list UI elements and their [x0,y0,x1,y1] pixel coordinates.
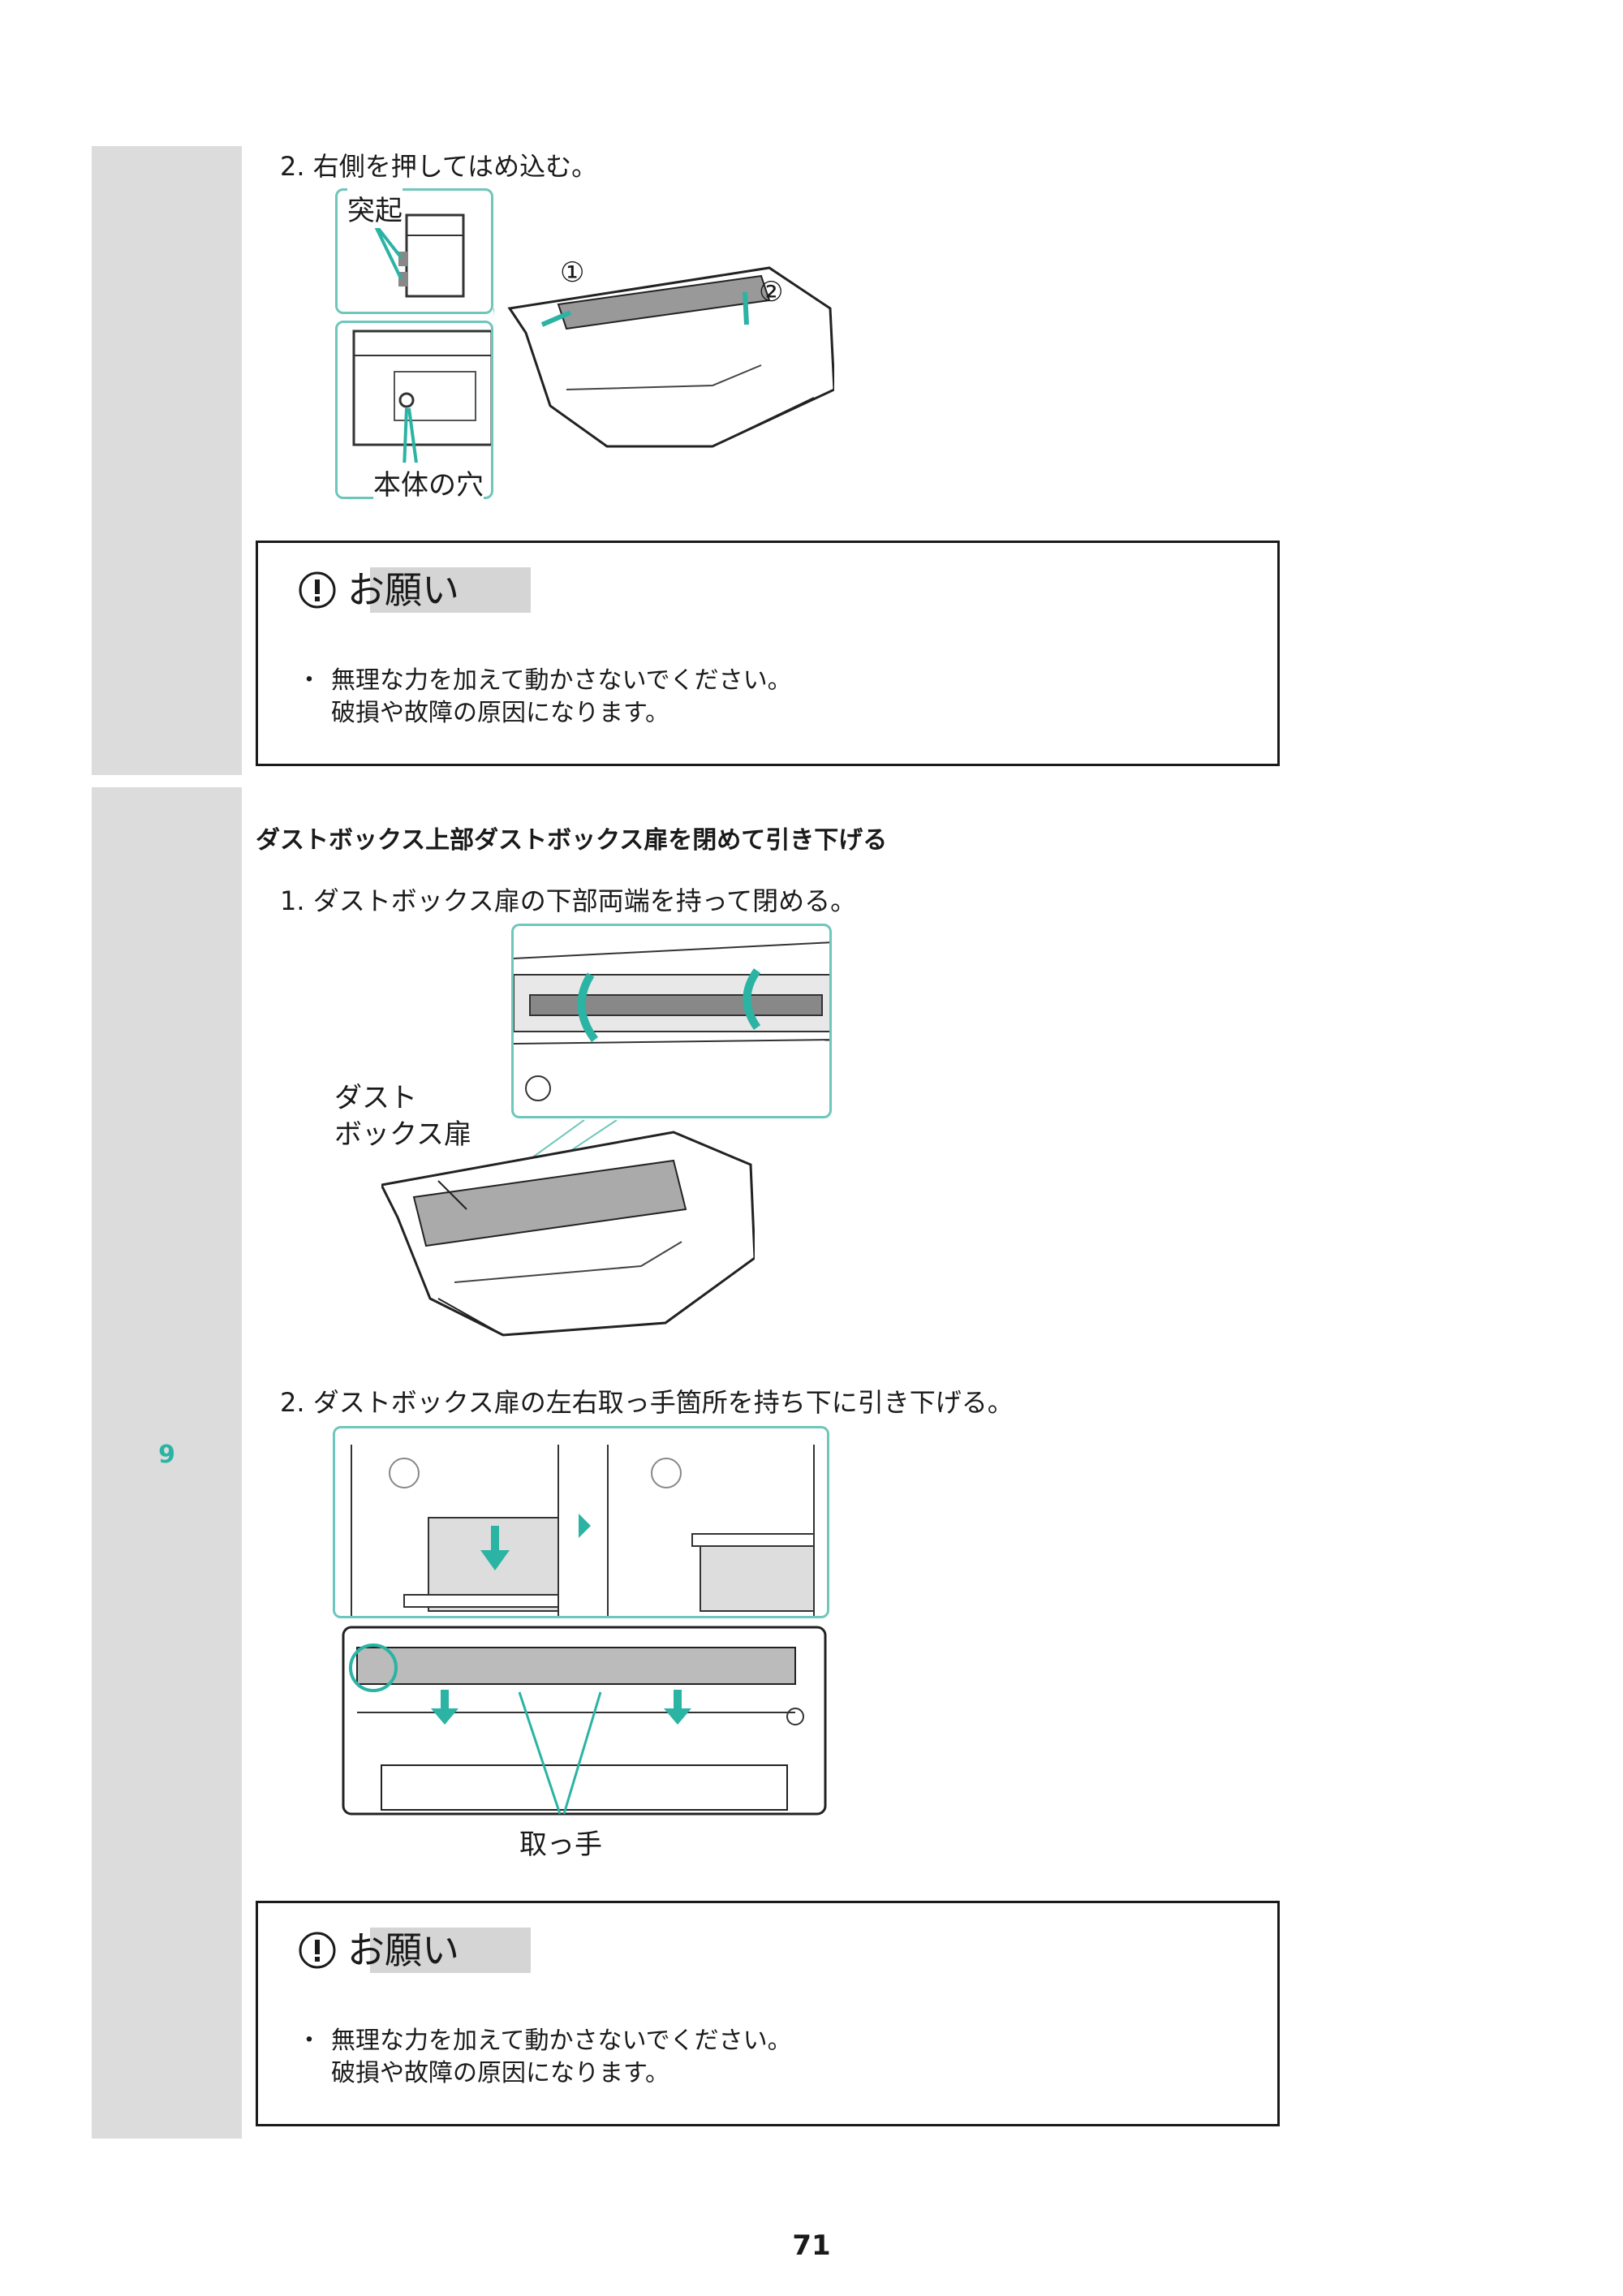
substep-1: 1. ダストボックス扉の下部両端を持って閉める。 [280,885,857,916]
notice-tag: お願い [289,567,776,613]
label-handle: 取っ手 [519,1829,602,1861]
step-column-9: 9 [92,787,242,2139]
inset-pull-down [333,1426,829,1618]
notice-line-2: 破損や故障の原因になります。 [331,2059,669,2087]
label-body-hole: 本体の穴 [373,463,484,502]
notice-tag-bar [370,1928,531,1973]
figure-top-unit [489,243,836,454]
marker-2: ② [759,276,784,308]
exclamation-icon [299,1932,336,1969]
notice-tag-bar [370,567,531,613]
aircon-unit-top-drawing [489,266,836,448]
inset-close-door [511,924,832,1118]
label-dust-box-door-2: ボックス扉 [334,1118,471,1151]
label-protrusion: 突起 [347,188,403,228]
notice-box-2: お願い ・ 無理な力を加えて動かさないでください。 破損や故障の原因になります。 [256,1901,1280,2126]
figure-unit-front [341,1623,828,1818]
aircon-unit-front-drawing [342,1626,827,1816]
label-dust-box-door-1: ダスト [334,1082,417,1114]
bullet-dot: ・ [297,2027,321,2055]
step-heading: ダストボックス上部ダストボックス扉を閉めて引き下げる [256,826,888,855]
notice-title: お願い [347,568,459,612]
notice-line-1: 無理な力を加えて動かさないでください。 [331,2027,792,2055]
notice-line-1: 無理な力を加えて動かさないでください。 [331,666,792,695]
notice-box-1: お願い ・ 無理な力を加えて動かさないでください。 破損や故障の原因になります。 [256,541,1280,766]
step-number: 9 [158,1441,175,1469]
bullet-dot: ・ [297,666,321,695]
substep-2-top: 2. 右側を押してはめ込む。 [280,151,598,182]
notice-title: お願い [347,1928,459,1972]
marker-1: ① [560,256,585,289]
close-door-drawing [514,941,829,1101]
step-column-previous [92,146,242,775]
figure-unit-close [379,1119,756,1343]
substep-2: 2. ダストボックス扉の左右取っ手箇所を持ち下に引き下げる。 [280,1387,1014,1418]
pull-down-drawing [351,1445,815,1616]
protrusion-drawing [372,213,465,298]
exclamation-icon [299,571,336,609]
body-hole-drawing [352,330,491,470]
page-number: 71 [792,2229,831,2262]
notice-line-2: 破損や故障の原因になります。 [331,699,669,727]
aircon-unit-close-drawing [379,1119,756,1337]
notice-tag: お願い [289,1928,776,1973]
